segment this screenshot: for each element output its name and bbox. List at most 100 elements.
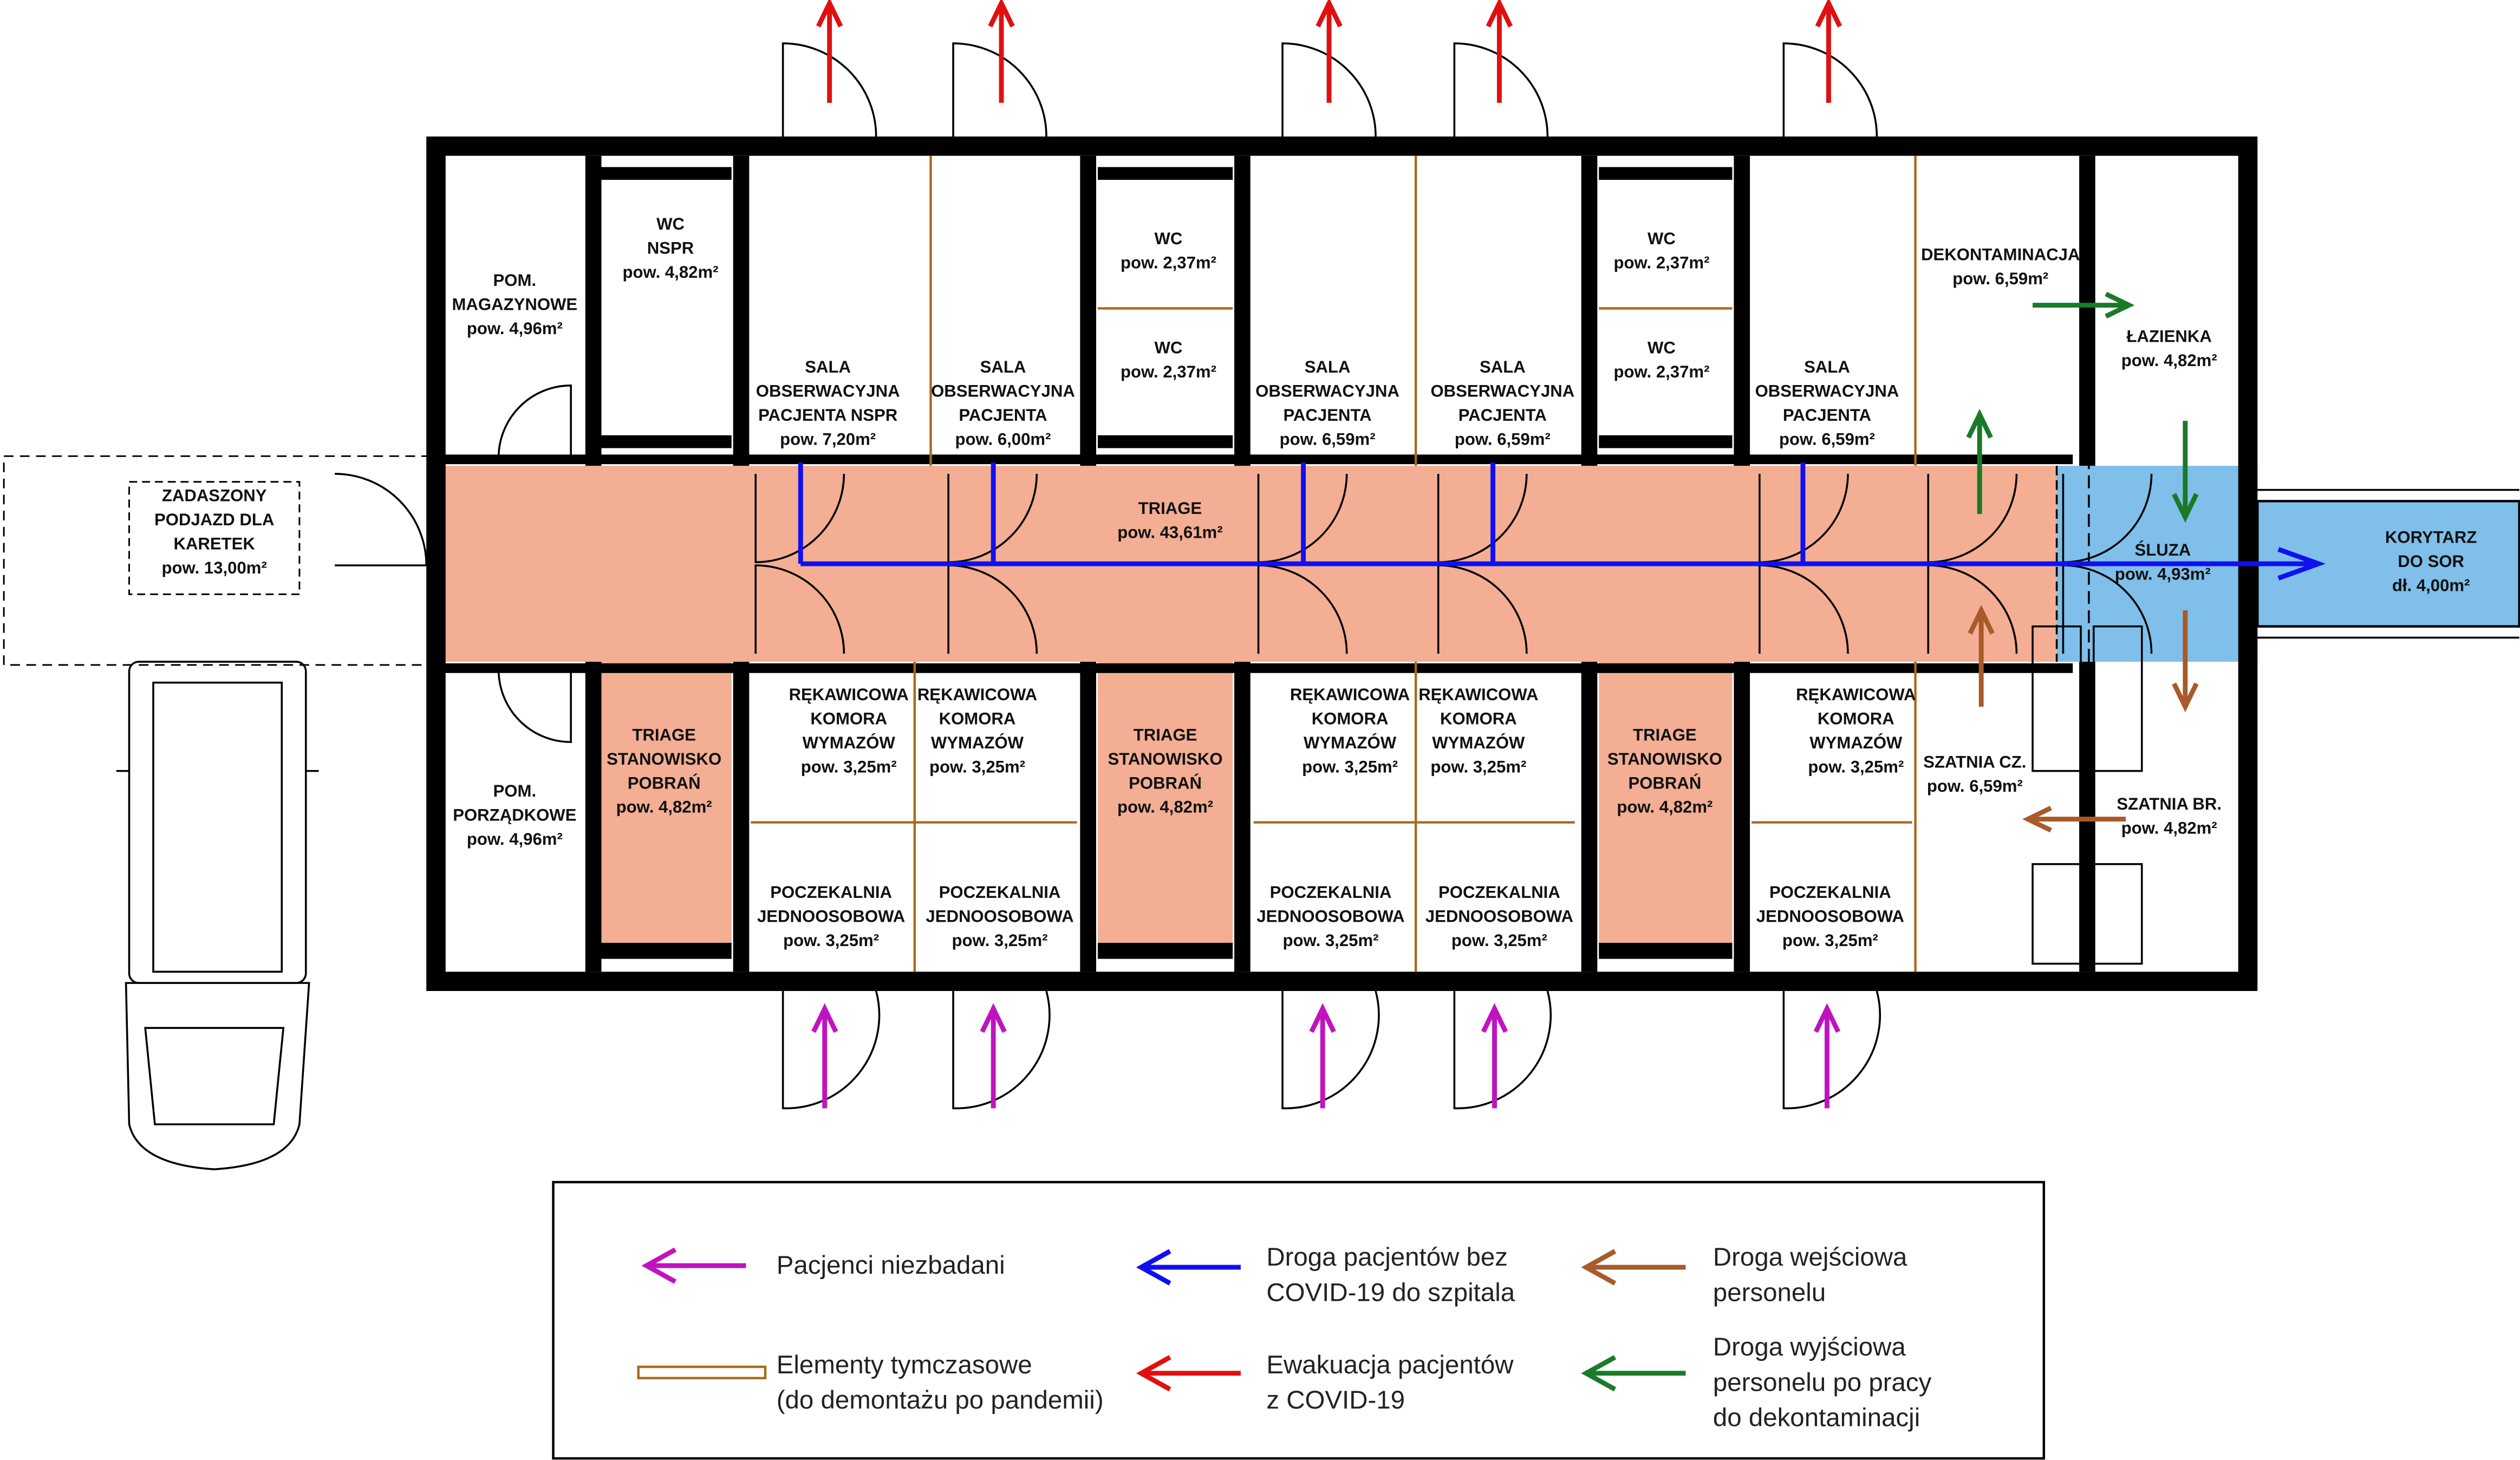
room-label-line: POBRAŃ [1628, 773, 1701, 792]
room-label-line: POCZEKALNIA [1270, 883, 1392, 902]
legend-label: Droga wyjściowa [1713, 1333, 1906, 1361]
legend-item-temporary-elements: Elementy tymczasowe (do demontażu po pand… [637, 1351, 1104, 1415]
room-label-line: PORZĄDKOWE [453, 806, 576, 825]
covid-evacuation-arrow [988, 0, 1015, 103]
room-label-line: DEKONTAMINACJA [1921, 245, 2080, 264]
unexamined-patients-arrow [1309, 1003, 1336, 1109]
room-label-line: dł. 4,00m² [2392, 576, 2470, 595]
room-label-line: SALA [980, 357, 1026, 376]
room-label-line: JEDNOOSOBOWA [1256, 907, 1404, 925]
non-covid-route [798, 462, 2326, 581]
room-label-line: WC [1155, 229, 1183, 248]
triage-station-fill-1 [600, 661, 732, 951]
room-label-line: PACJENTA [1783, 406, 1871, 425]
room-label-line: pow. 6,59m² [1927, 777, 2023, 796]
room-label-line: STANOWISKO [1108, 749, 1222, 768]
room-label-line: STANOWISKO [1607, 749, 1722, 768]
room-label-line: DO SOR [2398, 552, 2464, 571]
temporary-element-swatch [637, 1365, 767, 1379]
room-label-line: NSPR [647, 239, 694, 258]
room-label-line: RĘKAWICOWA [1290, 685, 1410, 704]
room-label: SZATNIA BR.pow. 4,82m² [2117, 794, 2222, 837]
covid-evacuation-arrow [1486, 0, 1513, 103]
legend-label: z COVID-19 [1266, 1386, 1405, 1415]
room-label: SZATNIA CZ.pow. 6,59m² [1923, 753, 2026, 796]
room-label-line: POCZEKALNIA [939, 883, 1061, 902]
room-label-line: PACJENTA [959, 406, 1047, 425]
room-label-line: pow. 3,25m² [1451, 931, 1547, 950]
legend-arrow-icon [641, 1247, 746, 1284]
room-label-line: POBRAŃ [628, 773, 701, 792]
unexamined-patients-arrow [980, 1003, 1007, 1109]
room-label-line: WC [1155, 338, 1183, 357]
legend-label: Elementy tymczasowe [777, 1351, 1032, 1379]
room-label-line: ŚLUZA [2134, 540, 2191, 559]
room-label-line: SALA [1804, 357, 1850, 376]
doors [335, 42, 2153, 1110]
room-label-line: pow. 6,00m² [955, 430, 1051, 449]
room-label-line: pow. 4,82m² [2121, 351, 2217, 370]
room-label-line: pow. 4,82m² [616, 798, 712, 817]
legend-label: Droga pacjentów bez [1266, 1243, 1508, 1272]
room-label-line: POM. [493, 781, 537, 800]
room-label-line: pow. 4,82m² [1117, 798, 1213, 817]
room-label-line: TRIAGE [632, 725, 696, 744]
room-label-line: SALA [1305, 357, 1351, 376]
room-label: WC pow. 2,37m² [1121, 338, 1216, 381]
room-label-line: pow. 2,37m² [1613, 362, 1709, 381]
room-label-line: KOMORA [939, 709, 1016, 728]
room-label-line: pow. 3,25m² [1282, 931, 1378, 950]
room-label-line: OBSERWACYJNA [1255, 382, 1399, 401]
legend-label: (do demontażu po pandemii) [777, 1386, 1104, 1415]
room-label-line: RĘKAWICOWA [789, 685, 909, 704]
room-label-line: OBSERWACYJNA [756, 382, 900, 401]
ambulance-icon [116, 661, 319, 1170]
room-label: ŁAZIENKA pow. 4,82m² [2121, 327, 2217, 370]
triage-station-fill-2 [1097, 661, 1233, 951]
unexamined-patients-arrow [1481, 1003, 1508, 1109]
canopy-label-box [128, 481, 301, 595]
triage-station-fill-3 [1599, 661, 1733, 951]
room-label-line: KOMORA [1312, 709, 1389, 728]
room-label-line: ŁAZIENKA [2127, 327, 2212, 346]
room-label-line: WYMAZÓW [1432, 733, 1525, 752]
room-label-line: pow. 2,37m² [1121, 362, 1216, 381]
legend-label: do dekontaminacji [1713, 1404, 1920, 1432]
room-label-line: pow. 13,00m² [162, 558, 267, 577]
room-label-line: PACJENTA NSPR [758, 406, 897, 425]
room-label-line: pow. 4,82m² [623, 263, 719, 282]
room-label-line: POBRAŃ [1129, 773, 1202, 792]
room-label-line: POM. [493, 271, 537, 290]
legend-label: COVID-19 do szpitala [1266, 1278, 1515, 1307]
room-label-line: WYMAZÓW [1809, 733, 1903, 752]
room-label-line: KOMORA [810, 709, 887, 728]
covid-evacuation-arrow [1316, 0, 1343, 103]
covid-evacuation-arrow [1815, 0, 1842, 103]
legend-label: personelu po pracy [1713, 1368, 1932, 1397]
room-label: POCZEKALNIA JEDNOOSOBOWA pow. 3,25m² [1256, 883, 1404, 950]
room-label-line: KARETEK [173, 534, 255, 553]
room-label-line: pow. 43,61m² [1117, 523, 1222, 542]
room-label-line: OBSERWACYJNA [931, 382, 1075, 401]
room-label-line: pow. 6,59m² [1280, 430, 1376, 449]
room-label-line: pow. 7,20m² [780, 430, 876, 449]
legend-item-unexamined-patients: Pacjenci niezbadani [641, 1247, 1005, 1284]
